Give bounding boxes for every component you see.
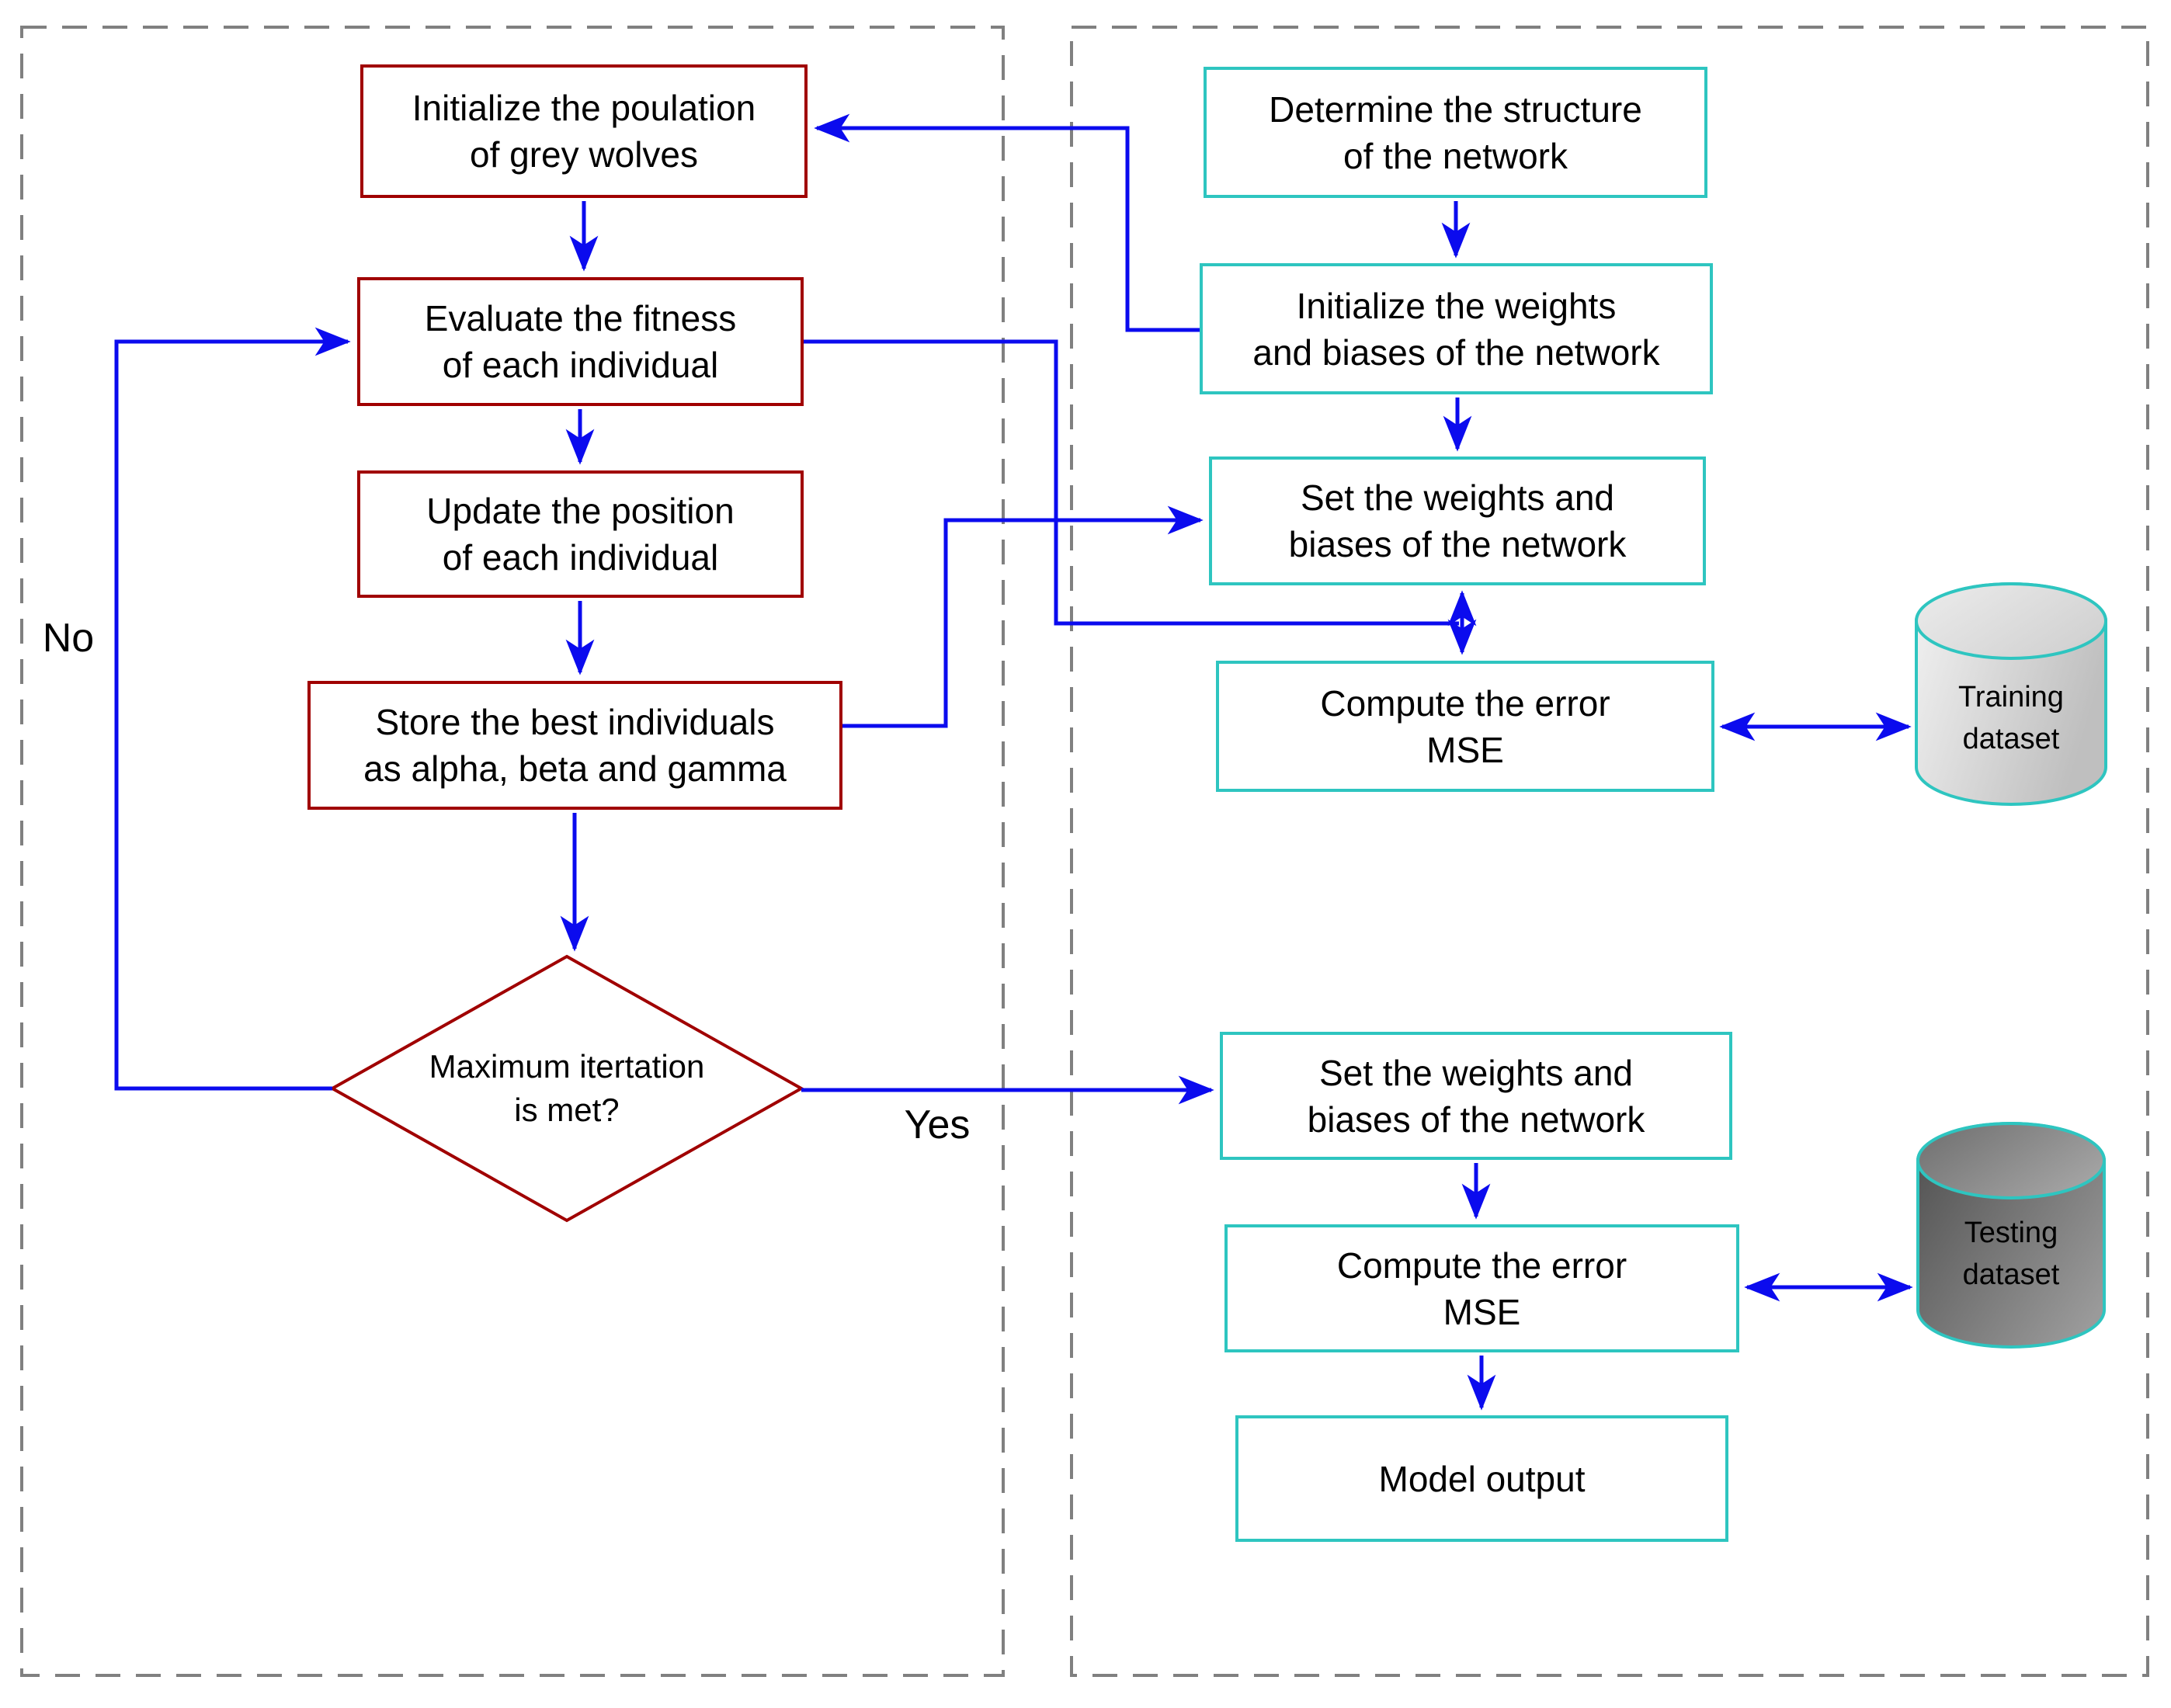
node-set-weights-training: Set the weights and biases of the networ… [1209,457,1706,585]
training-dataset-label: Training dataset [1958,681,2064,755]
node-determine-structure: Determine the structure of the network [1204,67,1707,198]
edge-store-to-set-weights [842,505,1204,728]
testing-dataset-cylinder-icon [1916,1122,2106,1349]
edge-label-yes: Yes [904,1102,971,1147]
node-compute-error-training: Compute the error MSE [1216,661,1714,792]
node-store-best-individuals: Store the best individuals as alpha, bet… [307,681,842,810]
node-initialize-population: Initialize the poulation of grey wolves [360,64,808,198]
edge-decision-no-to-evaluate [114,327,351,1091]
node-set-weights-testing: Set the weights and biases of the networ… [1220,1032,1732,1160]
edge-label-no: No [42,616,95,661]
training-dataset-cylinder-icon [1915,582,2107,806]
node-initialize-weights: Initialize the weights and biases of the… [1200,263,1713,394]
gwo-panel-border [20,26,1005,1677]
edge-init-weights-to-init-population [814,113,1200,332]
nn-panel-border [1070,26,2149,1677]
node-model-output: Model output [1235,1415,1728,1542]
edge-evaluate-to-compute-error [804,339,1459,626]
node-max-iteration-decision: Maximum itertation is met? [429,1048,705,1128]
node-compute-error-testing: Compute the error MSE [1224,1224,1739,1352]
testing-dataset-label: Testing dataset [1962,1217,2060,1291]
node-evaluate-fitness: Evaluate the fitness of each individual [357,277,804,406]
max-iteration-diamond-shape [328,954,805,1223]
node-update-position: Update the position of each individual [357,470,804,598]
